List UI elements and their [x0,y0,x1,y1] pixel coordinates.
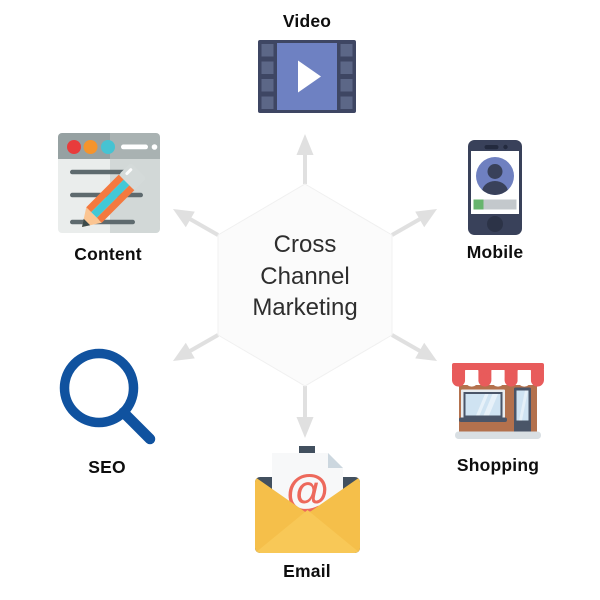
magnifier-icon [59,348,156,445]
progress-track [483,199,517,210]
title-line-3: Marketing [252,294,358,321]
shopping-label: Shopping [456,455,540,475]
film-sprockets [261,44,353,109]
video-label: Video [282,11,332,31]
store-window [459,389,507,422]
envelope-tab [299,446,315,455]
storefront-icon [452,363,544,439]
arrow-to-content [173,209,219,237]
smartphone-icon [468,140,522,235]
store-door [514,387,531,433]
arrow-to-mobile [391,209,437,237]
center-hexagon [217,183,393,387]
browser-dot-red [67,140,81,154]
content-label: Content [74,244,142,264]
speaker-slot [484,145,499,150]
envelope-icon: @ [255,446,360,553]
arrow-to-shopping [391,333,437,361]
paper-fold [328,453,343,468]
seo-label: SEO [88,457,126,477]
title-line-1: Cross [273,231,337,258]
person-silhouette [482,164,508,195]
store-awning [452,363,544,387]
mobile-label: Mobile [466,242,524,262]
url-bar [121,144,148,150]
store-base [455,431,541,439]
browser-dot-orange [83,140,98,154]
envelope-flaps [255,477,360,553]
home-button [487,216,503,232]
arrow-to-email [296,386,314,438]
pencil-icon [82,163,146,227]
progress-green [473,199,484,210]
browser-dot-teal [101,140,115,154]
arrow-to-video [296,134,314,184]
play-triangle-icon [298,60,321,93]
email-label: Email [283,561,331,581]
browser-pencil-icon [58,133,160,233]
camera-dot [503,144,508,150]
film-strip-icon [258,40,356,113]
title-line-2: Channel [260,262,350,290]
arrow-to-seo [173,333,219,361]
diagram-title: Cross Channel Marketing [252,229,357,324]
